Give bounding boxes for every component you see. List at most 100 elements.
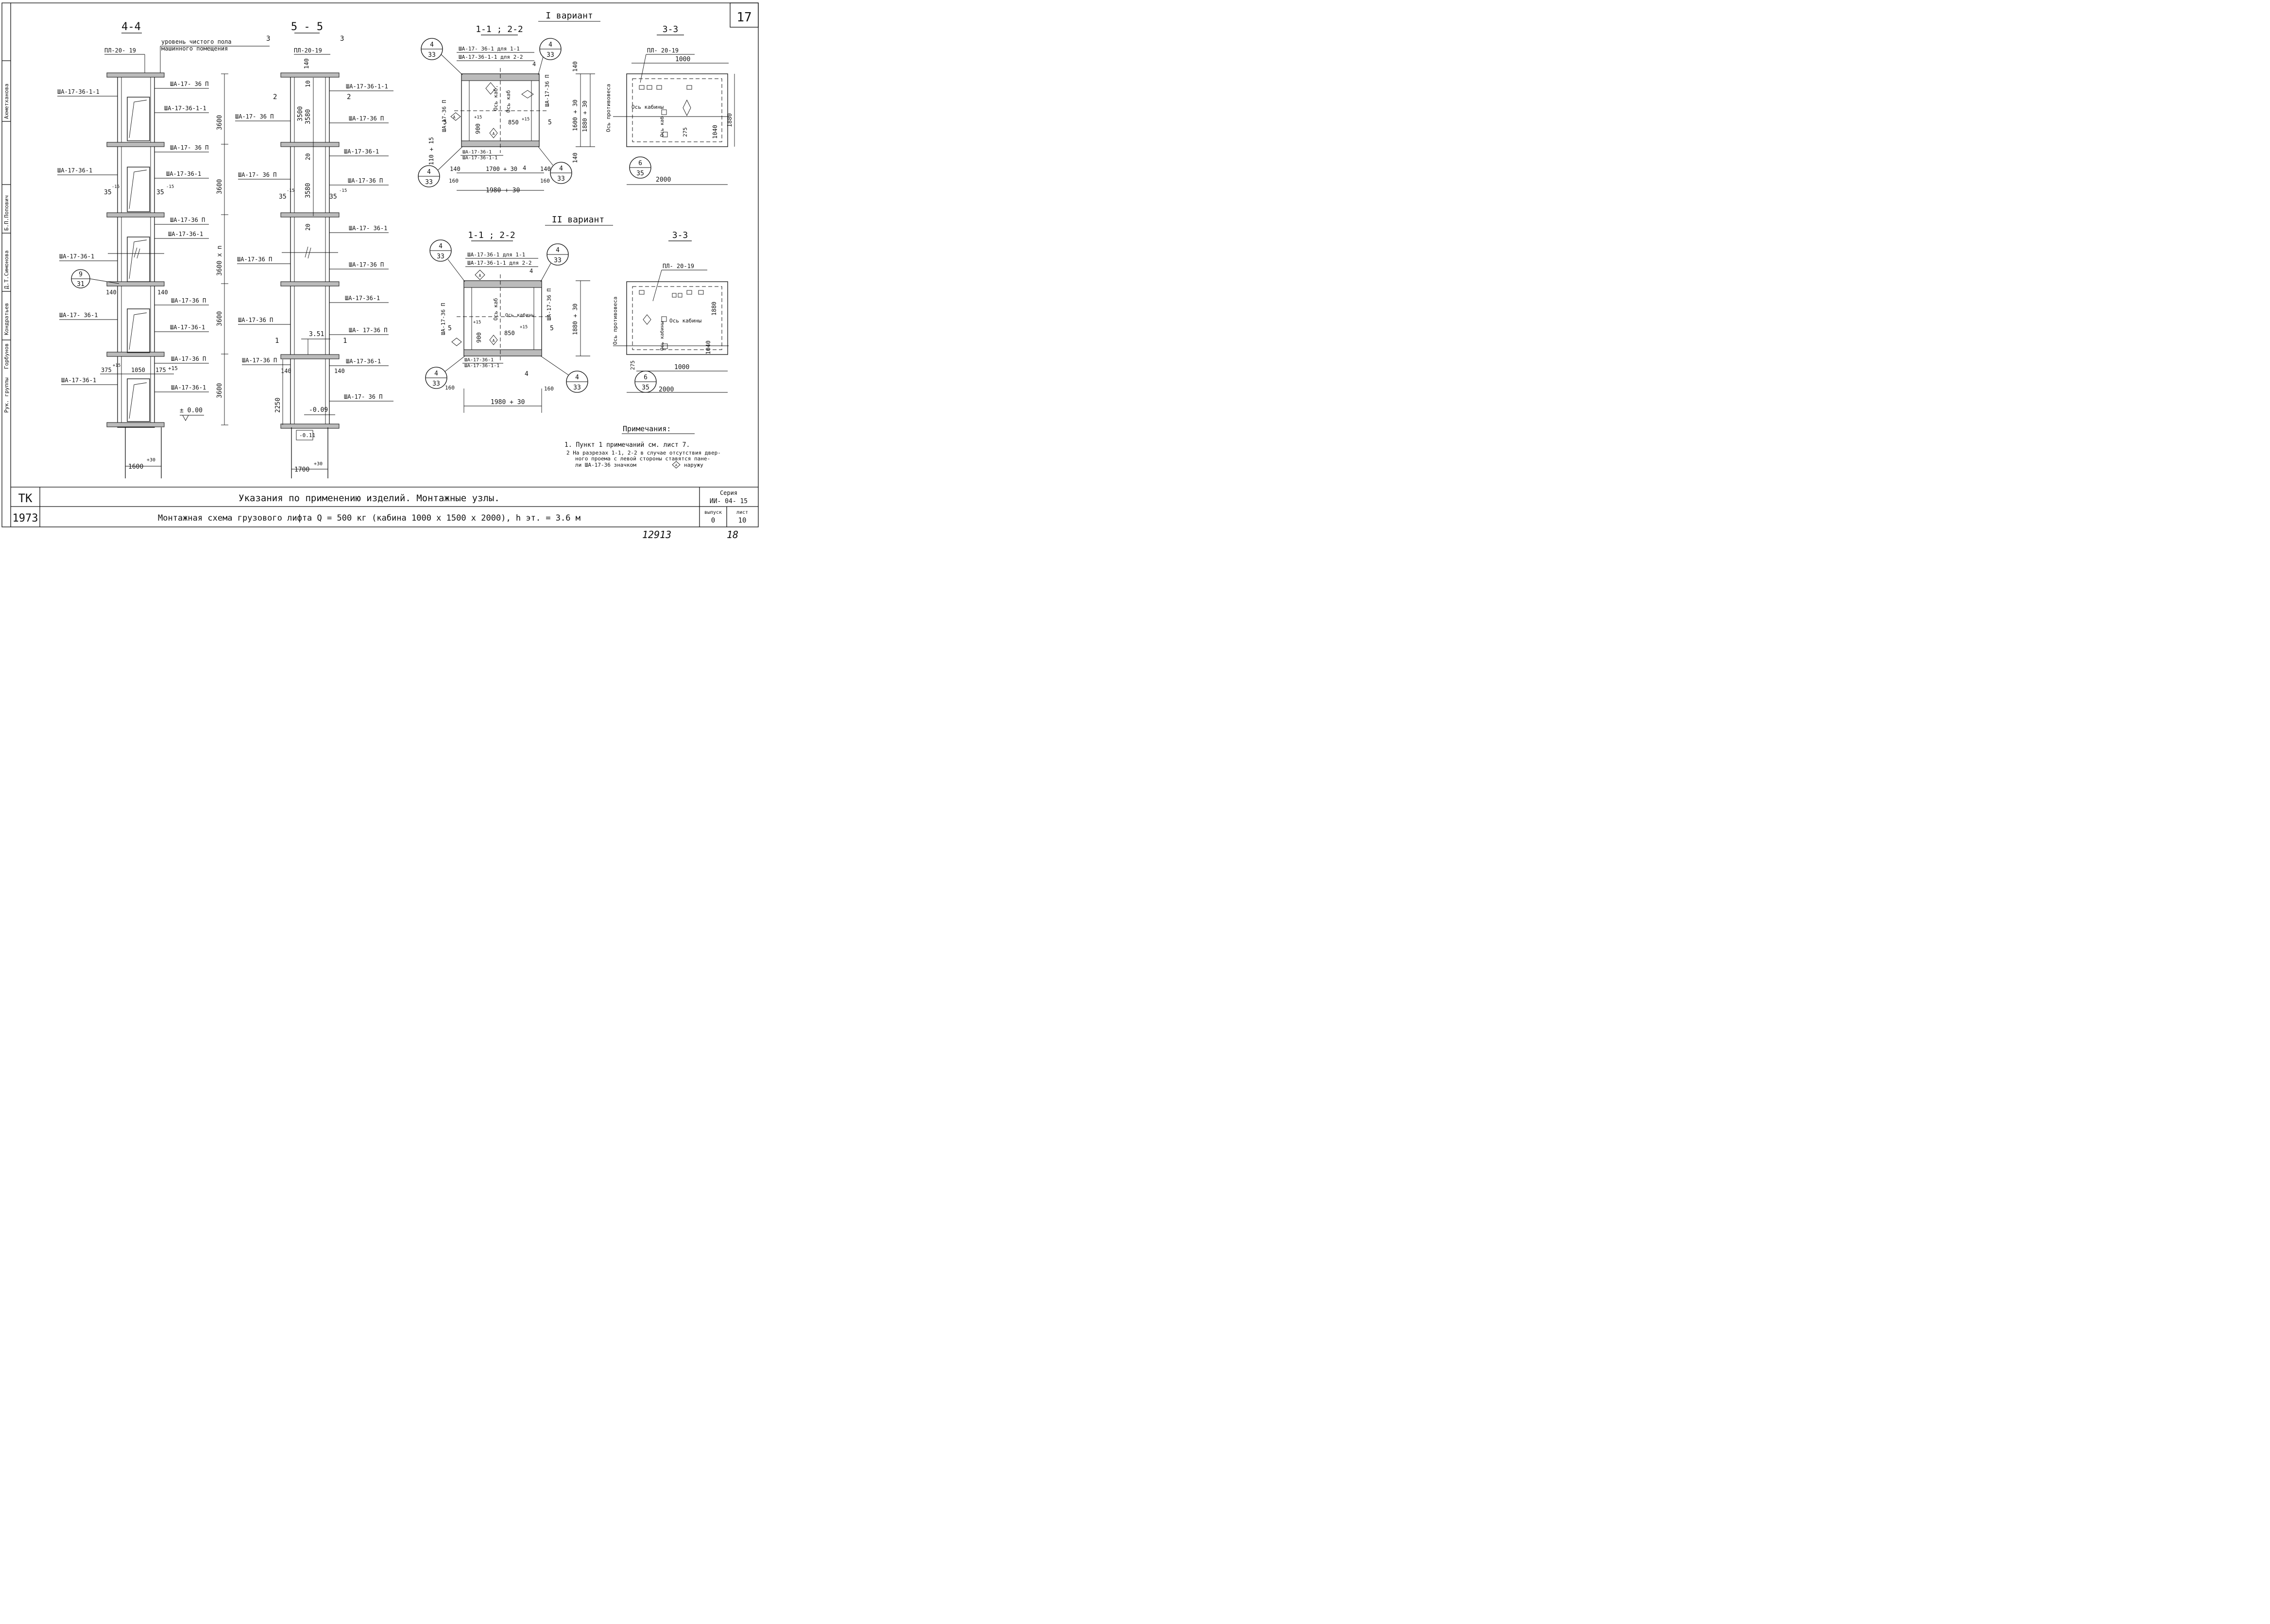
s44-tol-plus15b: +15 xyxy=(168,365,178,372)
v1-dim-160b: 160 xyxy=(540,178,550,184)
s44-height-0: 3600 xyxy=(216,115,223,130)
s55-dim-35a: 35 xyxy=(279,193,287,201)
stamp-title-line2: Монтажная схема грузового лифта Q = 500 … xyxy=(158,513,580,523)
notes-item1: 1. Пункт 1 примечаний см. лист 7. xyxy=(564,441,690,449)
v2-dim-1880s: 1880 xyxy=(711,302,717,316)
v2-cut5-right: 5 xyxy=(550,325,554,332)
v1-callout-6: 6 xyxy=(638,160,642,167)
s55-level-m011: -0.11 xyxy=(299,432,315,439)
s55-dim-20a: 20 xyxy=(305,153,311,160)
s55-right-label-4: ША-17- 36-1 xyxy=(349,225,387,232)
v1-dim-140b: 140 xyxy=(572,152,579,163)
s44-left-label-0: ША-17-36-1-1 xyxy=(57,88,100,95)
v2-callout-bl-bot: 33 xyxy=(432,380,440,388)
variant1-note-line2: ША-17-36-1-1 для 2-2 xyxy=(459,54,523,60)
variant1-note-line1: ША-17- 36-1 для 1-1 xyxy=(459,46,520,52)
stamp-org: ТК xyxy=(18,491,33,505)
s55-dim-10: 10 xyxy=(305,81,311,87)
v1-dim-1000: 1000 xyxy=(675,56,690,63)
v1-cut4-bottom: 4 xyxy=(523,165,526,171)
v2-axis-counterweight: Ось противовеса xyxy=(612,297,618,345)
s44-right-label-0: ША-17- 36 П xyxy=(170,81,208,87)
cut-mark-3-left: 3 xyxy=(266,35,270,43)
v1-callout-tr-bot: 33 xyxy=(546,51,554,59)
v1-callout-br-top: 4 xyxy=(559,165,563,172)
notes-block: Примечания: 1. Пункт 1 примечаний см. ли… xyxy=(564,424,721,469)
v2-dim-850: 850 xyxy=(504,330,515,337)
v2-panel-bottom2: ША-17-36-1-1 xyxy=(464,363,499,369)
v1-dim-275: 275 xyxy=(682,127,688,137)
s55-dim-20b: 20 xyxy=(305,224,311,231)
s44-right-label-5: ША-17-36-1 xyxy=(168,231,203,237)
stamp-name-0: Горбунов xyxy=(3,343,10,369)
notes-item2-line1: 2 На разрезах 1-1, 2-2 в случае отсутств… xyxy=(566,450,721,456)
v1-marker-a2: А xyxy=(493,132,495,136)
sheet-number-box xyxy=(730,2,759,28)
stamp-name-4: Ахметханова xyxy=(3,84,10,119)
v2-axis-cabin: Ось кабины xyxy=(669,318,702,324)
s44-tol-15b: -15 xyxy=(166,185,174,189)
s55-level-m009: -0.09 xyxy=(309,406,328,414)
v2-callout-bl-top: 4 xyxy=(434,370,438,377)
variant2-plan-title: 1-1 ; 2-2 xyxy=(468,230,515,240)
v2-dim-2000: 2000 xyxy=(659,386,674,393)
v2-axis-cab-2: Ось кабины xyxy=(505,312,534,318)
s55-right-label-0: ША-17-36-1-1 xyxy=(346,83,388,90)
variant-2: II вариант 1-1 ; 2-2 3-3 ША-17-36-1 для … xyxy=(425,215,729,413)
section-4-4: 4-4 уровень чистого пола машинного помещ… xyxy=(57,21,270,478)
s55-cut1-left: 1 xyxy=(275,337,279,345)
s55-dim-2250: 2250 xyxy=(274,398,282,413)
v2-axis-cab-1: Ось каб xyxy=(493,298,499,321)
v2-callout-tl-top: 4 xyxy=(439,243,443,250)
s55-dim-35b: 35 xyxy=(329,193,337,201)
v1-callout-bl-bot: 33 xyxy=(425,179,433,186)
v2-top-slab: ПЛ- 20-19 xyxy=(663,263,694,270)
sheet-number: 17 xyxy=(736,10,751,25)
stamp-name-3: Б.П.Попович xyxy=(3,195,10,231)
floor-note-line1: уровень чистого пола xyxy=(161,38,232,45)
v1-dim-1980: 1980 + 30 xyxy=(486,187,520,194)
v1-dim-140d: 140 xyxy=(540,166,551,172)
variant2-title: II вариант xyxy=(552,215,604,225)
v2-callout-tr-bot: 33 xyxy=(554,257,562,264)
variant2-note-line2: ША-17-36-1-1 для 2-2 xyxy=(467,260,531,266)
v1-dim-1040: 1040 xyxy=(712,125,718,139)
s55-tol-15b: -15 xyxy=(339,188,347,193)
s44-dim-35a: 35 xyxy=(104,189,112,196)
v1-axis-counterweight: Ось противовеса xyxy=(605,84,612,132)
notes-item2-line4: наружу xyxy=(684,462,703,468)
page-number: 18 xyxy=(727,529,738,541)
s55-right-label-7: ША- 17-36 П xyxy=(349,327,387,334)
s44-dim-1050: 1050 xyxy=(131,367,145,373)
s55-dim-140b: 140 xyxy=(334,368,345,374)
notes-marker: А xyxy=(675,463,678,467)
s55-right-label-5: ША-17-36 П xyxy=(349,261,384,268)
v1-callout-tl-top: 4 xyxy=(430,41,434,49)
v2-cut4-top: 4 xyxy=(529,268,533,274)
v2-cut4-bottom: 4 xyxy=(525,371,529,378)
v1-cut4-top: 4 xyxy=(532,61,536,68)
stamp-list-value: 10 xyxy=(738,517,747,524)
s44-dim-375: 375 xyxy=(101,367,112,373)
v1-dim-140a: 140 xyxy=(572,61,579,72)
s55-dim-140a: 140 xyxy=(281,368,291,374)
s55-tol-15a: -15 xyxy=(287,188,294,193)
s44-dim-35b: 35 xyxy=(156,189,164,196)
s44-right-label-2: ША-17- 36 П xyxy=(170,144,208,151)
s44-left-label-2: ША-17-36-1 xyxy=(59,253,94,260)
s55-dim-3500: 3500 xyxy=(297,106,304,121)
stamp-series-label: Серия xyxy=(720,490,737,496)
v2-callout-35: 35 xyxy=(642,384,649,391)
s44-height-4: 3600 xyxy=(216,383,223,398)
s55-left-label-1: ША-17- 36 П xyxy=(238,171,276,178)
notes-title: Примечания: xyxy=(623,424,671,433)
callout-9-bot: 31 xyxy=(77,281,85,288)
v2-dim-1000: 1000 xyxy=(674,364,689,371)
v2-tol-900: +15 xyxy=(473,320,481,325)
v2-tol-850: +15 xyxy=(520,325,528,330)
v2-dim-160a: 160 xyxy=(445,385,455,391)
v1-axis-cabin: Ось кабины xyxy=(632,104,664,110)
variant1-plan-title: 1-1 ; 2-2 xyxy=(476,24,523,34)
s44-right-label-4: ША-17-36 П xyxy=(170,217,205,223)
variant-1: I вариант 1-1 ; 2-2 3-3 ША-17- 36-1 для … xyxy=(418,11,735,194)
